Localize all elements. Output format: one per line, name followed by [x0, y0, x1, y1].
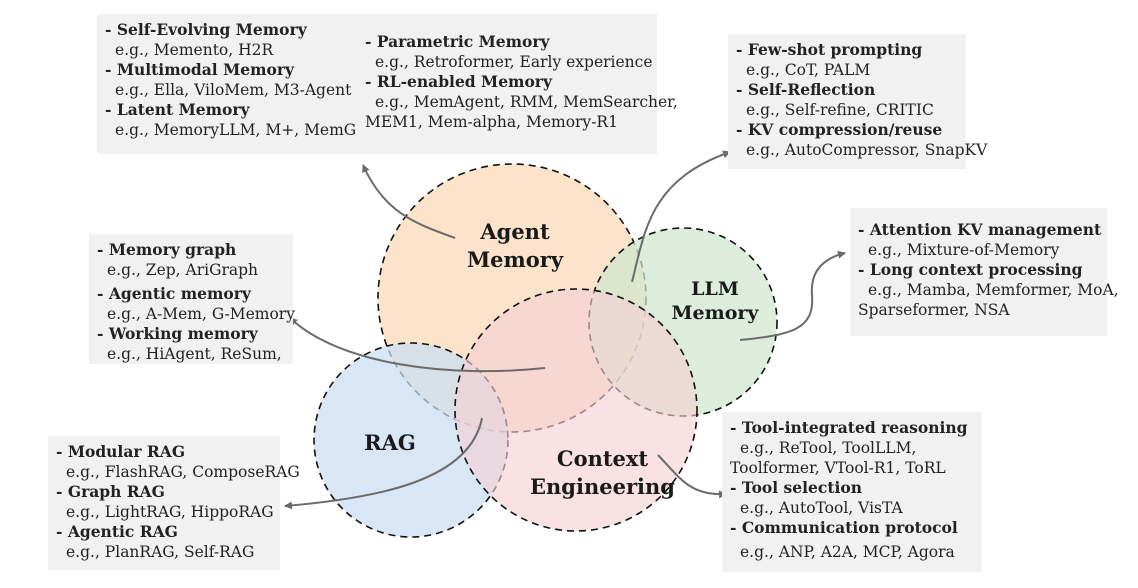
- tool-integrated-examples: e.g., ReTool, ToolLLM,: [740, 439, 917, 457]
- parametric-memory-box: - Parametric Memory e.g., Retroformer, E…: [357, 14, 678, 154]
- working-memory-examples: e.g., HiAgent, ReSum,: [107, 345, 282, 363]
- long-context-examples: e.g., Mamba, Memformer, MoA,: [868, 281, 1119, 299]
- self-evolving-examples: e.g., Memento, H2R: [115, 41, 274, 59]
- long-context-heading: - Long context processing: [858, 260, 1083, 279]
- self-reflection-heading: - Self-Reflection: [736, 80, 876, 99]
- few-shot-box: - Few-shot prompting e.g., CoT, PALM - S…: [728, 34, 988, 169]
- tool-selection-examples: e.g., AutoTool, VisTA: [740, 499, 903, 517]
- rl-enabled-examples-cont: MEM1, Mem-alpha, Memory-R1: [365, 113, 618, 131]
- kv-compression-examples: e.g., AutoCompressor, SnapKV: [746, 141, 988, 159]
- context-engineering-circle: [454, 288, 698, 532]
- arrow-to-attention-kv: [739, 250, 846, 341]
- arrow-to-tool-selection: [657, 454, 727, 499]
- rag-label: RAG: [340, 430, 440, 456]
- communication-protocol-examples: e.g., ANP, A2A, MCP, Agora: [740, 543, 955, 561]
- attention-kv-heading: - Attention KV management: [858, 220, 1102, 239]
- agentic-rag-heading: - Agentic RAG: [56, 522, 178, 541]
- modular-rag-examples: e.g., FlashRAG, ComposeRAG: [66, 463, 300, 481]
- multimodal-examples: e.g., Ella, ViloMem, M3-Agent: [115, 81, 352, 99]
- self-evolving-heading: - Self-Evolving Memory: [105, 20, 307, 39]
- rl-enabled-heading: - RL-enabled Memory: [365, 72, 552, 91]
- context-engineering-label: Context Engineering: [530, 445, 675, 501]
- llm-memory-label-line2: Memory: [671, 302, 759, 324]
- context-engineering-label-line1: Context: [556, 446, 649, 471]
- kv-compression-heading: - KV compression/reuse: [736, 120, 943, 139]
- agentic-memory-heading: - Agentic memory: [97, 284, 251, 303]
- memory-graph-heading: - Memory graph: [97, 240, 237, 259]
- latent-examples: e.g., MemoryLLM, M+, MemGen: [115, 121, 376, 139]
- agent-memory-label: Agent Memory: [455, 218, 575, 274]
- tool-integrated-examples-cont: Toolformer, VTool-R1, ToRL: [730, 459, 946, 477]
- working-memory-heading: - Working memory: [97, 324, 258, 343]
- graph-rag-examples: e.g., LightRAG, HippoRAG: [66, 503, 274, 521]
- context-engineering-label-line2: Engineering: [530, 474, 675, 499]
- llm-memory-label: LLM Memory: [660, 277, 770, 325]
- parametric-examples: e.g., Retroformer, Early experience: [375, 53, 653, 71]
- attention-kv-box: - Attention KV management e.g., Mixture-…: [850, 208, 1119, 336]
- tool-selection-heading: - Tool selection: [730, 478, 862, 497]
- agentic-memory-examples: e.g., A-Mem, G-Memory: [107, 305, 295, 323]
- arrow-to-few-shot: [631, 150, 731, 283]
- memory-graph-box: - Memory graph e.g., Zep, AriGraph - Age…: [89, 234, 295, 364]
- attention-kv-examples: e.g., Mixture-of-Memory: [868, 241, 1060, 259]
- few-shot-examples: e.g., CoT, PALM: [746, 61, 871, 79]
- self-reflection-examples: e.g., Self-refine, CRITIC: [746, 101, 934, 119]
- tool-reasoning-box: - Tool-integrated reasoning e.g., ReTool…: [722, 412, 982, 572]
- rl-enabled-examples: e.g., MemAgent, RMM, MemSearcher,: [375, 93, 678, 111]
- latent-heading: - Latent Memory: [105, 100, 250, 119]
- few-shot-heading: - Few-shot prompting: [736, 40, 923, 59]
- modular-rag-heading: - Modular RAG: [56, 442, 186, 461]
- modular-rag-box: - Modular RAG e.g., FlashRAG, ComposeRAG…: [48, 436, 300, 570]
- arrow-to-self-evolving: [362, 164, 456, 239]
- agentic-rag-examples: e.g., PlanRAG, Self-RAG: [66, 543, 255, 561]
- arrow-to-memory-graph: [289, 317, 546, 373]
- memory-graph-examples: e.g., Zep, AriGraph: [107, 261, 259, 279]
- arrow-to-modular-rag: [284, 417, 483, 510]
- long-context-examples-cont: Sparseformer, NSA: [858, 301, 1010, 319]
- graph-rag-heading: - Graph RAG: [56, 482, 165, 501]
- rag-label-text: RAG: [364, 430, 416, 455]
- agent-memory-label-line1: Agent: [480, 219, 550, 244]
- agent-memory-label-line2: Memory: [466, 247, 564, 272]
- communication-protocol-heading: - Communication protocol: [730, 518, 958, 537]
- self-evolving-memory-box: - Self-Evolving Memory e.g., Memento, H2…: [97, 14, 376, 154]
- llm-memory-label-line1: LLM: [691, 278, 739, 300]
- multimodal-heading: - Multimodal Memory: [105, 60, 295, 79]
- parametric-heading: - Parametric Memory: [365, 32, 550, 51]
- tool-integrated-heading: - Tool-integrated reasoning: [730, 418, 968, 437]
